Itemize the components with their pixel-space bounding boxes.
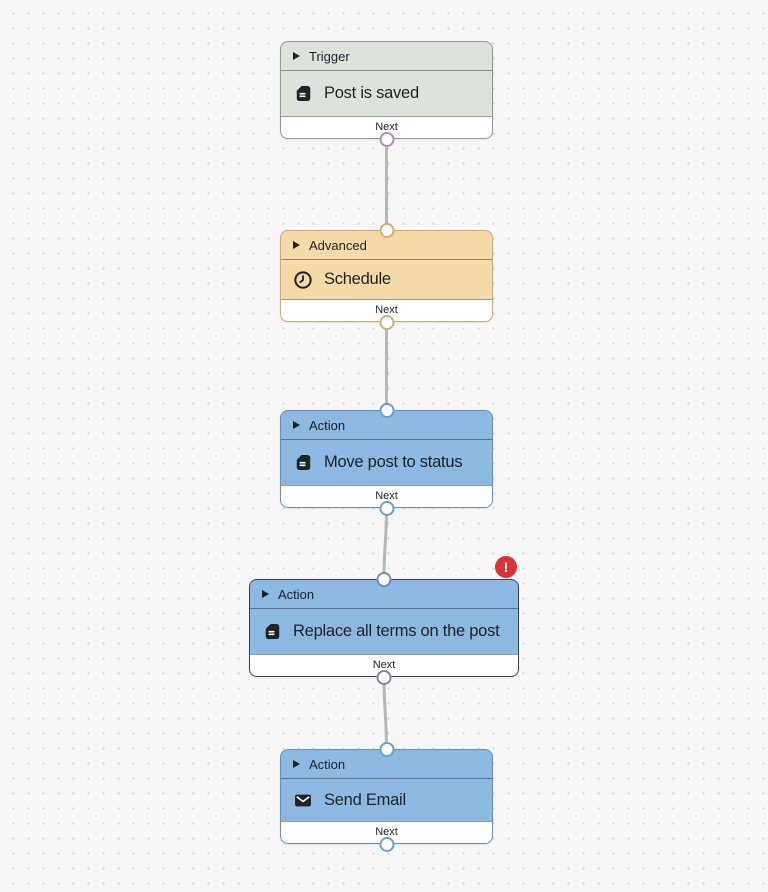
node-body: Move post to status <box>281 440 492 485</box>
workflow-node-advanced[interactable]: Advanced Schedule Next <box>280 222 493 330</box>
next-label: Next <box>375 826 398 838</box>
collapse-triangle-icon[interactable] <box>293 421 300 429</box>
workflow-node-trigger[interactable]: Trigger Post is saved Next <box>280 41 493 147</box>
node-body: Post is saved <box>281 71 492 116</box>
collapse-triangle-icon[interactable] <box>293 760 300 768</box>
node-title: Move post to status <box>324 453 463 472</box>
clock-icon <box>293 270 313 290</box>
collapse-triangle-icon[interactable] <box>262 590 269 598</box>
node-footer: Next <box>281 821 492 843</box>
node-header: Advanced <box>281 231 492 260</box>
node-header: Action <box>281 411 492 440</box>
node-kind-label: Advanced <box>309 237 367 253</box>
node-header: Trigger <box>281 42 492 71</box>
next-label: Next <box>372 659 396 671</box>
input-handle[interactable] <box>376 571 392 587</box>
next-label: Next <box>375 304 398 316</box>
next-label: Next <box>375 121 398 133</box>
collapse-triangle-icon[interactable] <box>293 52 300 60</box>
node-footer: Next <box>281 116 492 138</box>
input-handle[interactable] <box>379 741 394 757</box>
document-icon <box>262 622 282 642</box>
output-handle[interactable] <box>379 500 394 516</box>
input-handle[interactable] <box>379 402 394 418</box>
next-label: Next <box>375 490 398 502</box>
node-title: Schedule <box>324 270 391 289</box>
node-header: Action <box>250 580 518 609</box>
node-title: Post is saved <box>324 84 419 103</box>
node-kind-label: Action <box>309 417 346 433</box>
error-badge-icon: ! <box>495 556 517 578</box>
node-footer: Next <box>250 654 518 676</box>
node-body: Schedule <box>281 260 492 299</box>
mail-icon <box>293 790 313 810</box>
node-title: Replace all terms on the post <box>293 622 500 641</box>
workflow-node-action[interactable]: ! Action Replace all terms on the post N… <box>249 556 519 685</box>
node-header: Action <box>281 750 492 779</box>
input-handle[interactable] <box>379 222 394 238</box>
node-kind-label: Action <box>309 756 346 772</box>
document-icon <box>293 84 313 104</box>
node-kind-label: Trigger <box>309 48 350 64</box>
node-footer: Next <box>281 299 492 321</box>
connector-edge <box>382 675 388 751</box>
output-handle[interactable] <box>376 669 392 685</box>
output-handle[interactable] <box>379 836 394 852</box>
collapse-triangle-icon[interactable] <box>293 241 300 249</box>
node-footer: Next <box>281 485 492 507</box>
output-handle[interactable] <box>379 131 394 147</box>
node-title: Send Email <box>324 790 406 809</box>
workflow-node-action[interactable]: Action Send Email Next <box>280 741 493 852</box>
connector-edge <box>382 506 388 581</box>
workflow-node-action[interactable]: Action Move post to status Next <box>280 402 493 516</box>
output-handle[interactable] <box>379 314 394 330</box>
node-body: Replace all terms on the post <box>250 609 518 654</box>
node-body: Send Email <box>281 779 492 821</box>
document-icon <box>293 453 313 473</box>
node-kind-label: Action <box>278 586 315 602</box>
